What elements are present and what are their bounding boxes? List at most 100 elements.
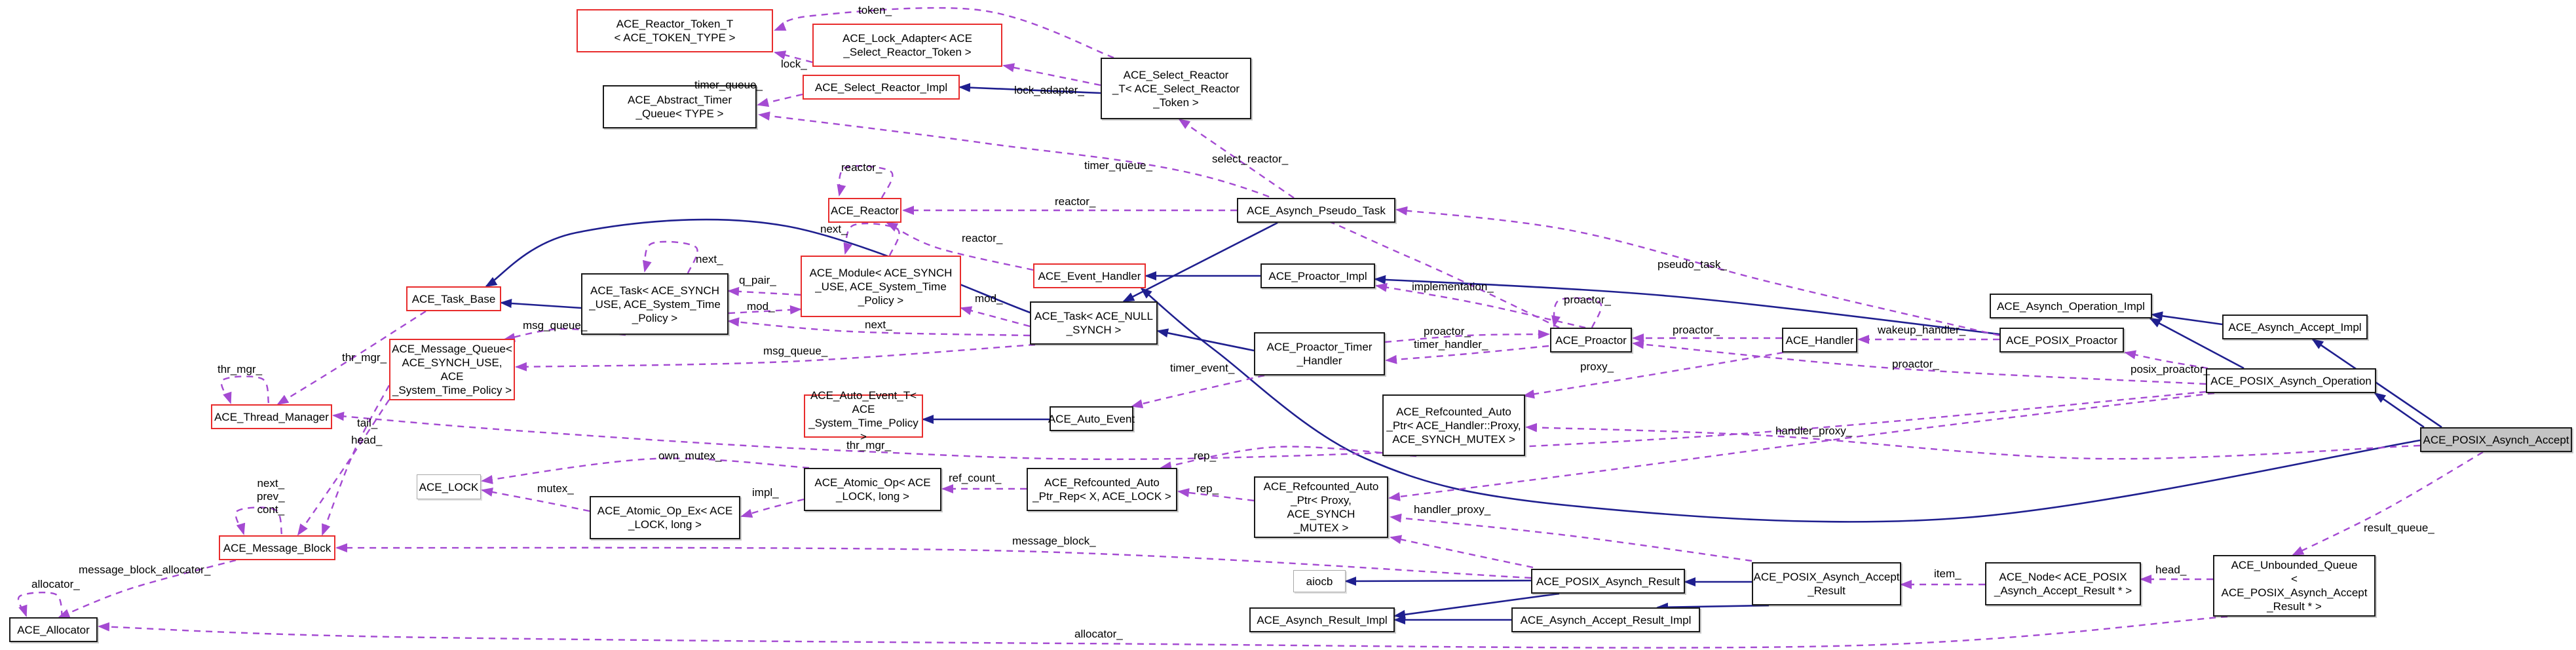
class-node-ace-proactor-timer-handler[interactable]: ACE_Proactor_Timer _Handler — [1254, 332, 1385, 375]
use-timer-queue-1 — [757, 93, 803, 107]
use-allocator-long — [98, 615, 2228, 649]
class-node-ace-proactor-impl[interactable]: ACE_Proactor_Impl — [1260, 263, 1375, 288]
class-node-ace-proactor[interactable]: ACE_Proactor — [1550, 328, 1632, 353]
class-node-ace-asynch-pseudo-task[interactable]: ACE_Asynch_Pseudo_Task — [1237, 198, 1395, 223]
use-handler-proxy-2 — [1390, 513, 1752, 562]
use-proactor-posixop — [1632, 339, 2207, 385]
class-node-ace-node[interactable]: ACE_Node< ACE_POSIX _Asynch_Accept_Resul… — [1985, 562, 2141, 605]
edge-label-use-proactor-self: proactor_ — [1564, 294, 1611, 306]
edge-label-use-q-pair: q_pair_ — [739, 274, 776, 286]
class-node-ace-reactor-token-t[interactable]: ACE_Reactor_Token_T < ACE_TOKEN_TYPE > — [577, 9, 773, 52]
class-node-ace-task-null-synch[interactable]: ACE_Task< ACE_NULL _SYNCH > — [1030, 301, 1158, 345]
inh-posixaccept-eventhandler — [1140, 287, 2421, 523]
class-node-ace-event-handler[interactable]: ACE_Event_Handler — [1033, 263, 1146, 288]
edge-label-use-lock: lock_ — [781, 58, 807, 70]
use-handler-proxy-1 — [1525, 423, 2421, 460]
edge-label-use-timer-queue-2: timer_queue_ — [1084, 159, 1152, 172]
edge-label-use-tail: tail_ — [357, 417, 378, 429]
use-thr-mgr-long — [332, 391, 2207, 461]
use-mod-2 — [960, 306, 1031, 328]
inh-posixproactor-proactorimpl — [1374, 275, 2000, 335]
use-result-queue — [2292, 451, 2484, 556]
edge-label-use-reactor-eh: reactor_ — [962, 232, 1003, 244]
class-node-ace-refcounted-auto-ptr-handler-proxy[interactable]: ACE_Refcounted_Auto _Ptr< ACE_Handler::P… — [1382, 394, 1525, 456]
class-node-ace-allocator[interactable]: ACE_Allocator — [9, 617, 98, 642]
class-node-ace-select-reactor-impl[interactable]: ACE_Select_Reactor_Impl — [803, 75, 960, 100]
edge-label-use-rep-2: rep_ — [1196, 482, 1219, 495]
class-node-ace-atomic-op[interactable]: ACE_Atomic_Op< ACE _LOCK, long > — [804, 468, 941, 511]
use-thr-mgr-self — [220, 375, 270, 404]
class-node-ace-module[interactable]: ACE_Module< ACE_SYNCH _USE, ACE_System_T… — [801, 256, 961, 317]
class-node-ace-asynch-accept-impl[interactable]: ACE_Asynch_Accept_Impl — [2222, 315, 2368, 339]
edge-label-use-mutex: mutex_ — [537, 482, 574, 495]
class-node-ace-message-block[interactable]: ACE_Message_Block — [219, 535, 335, 560]
class-node-ace-thread-manager[interactable]: ACE_Thread_Manager — [211, 404, 332, 429]
edge-label-use-rep-1: rep_ — [1194, 449, 1217, 462]
class-node-ace-asynch-operation-impl[interactable]: ACE_Asynch_Operation_Impl — [1990, 294, 2152, 318]
edge-label-use-allocator-self: allocator_ — [31, 578, 80, 590]
class-node-ace-asynch-result-impl[interactable]: ACE_Asynch_Result_Impl — [1249, 607, 1395, 632]
class-node-ace-lock-adapter[interactable]: ACE_Lock_Adapter< ACE _Select_Reactor_To… — [812, 24, 1002, 67]
use-proactor-timer — [1384, 330, 1550, 343]
edge-label-use-handler-proxy-2: handler_proxy_ — [1414, 503, 1491, 516]
class-node-ace-refcounted-auto-ptr-rep[interactable]: ACE_Refcounted_Auto _Ptr_Rep< X, ACE_LOC… — [1027, 468, 1177, 511]
class-node-ace-auto-event-t[interactable]: ACE_Auto_Event_T< ACE _System_Time_Polic… — [804, 389, 923, 443]
edge-label-use-handler-proxy-1: handler_proxy_ — [1775, 425, 1853, 437]
use-tail — [321, 385, 390, 536]
class-node-ace-reactor[interactable]: ACE_Reactor — [828, 198, 901, 223]
class-node-ace-abstract-timer-queue[interactable]: ACE_Abstract_Timer _Queue< TYPE > — [603, 85, 757, 128]
inh-acceptimpl-operationimpl — [2151, 311, 2223, 326]
class-node-ace-handler[interactable]: ACE_Handler — [1782, 328, 1857, 353]
class-node-ace-task-base[interactable]: ACE_Task_Base — [406, 286, 501, 311]
edge-label-use-lock-adapter: lock_adapter_ — [1014, 84, 1084, 96]
edge-label-use-ref-count: ref_count_ — [949, 472, 1002, 484]
edge-label-use-pseudo-task: pseudo_task_ — [1657, 258, 1727, 271]
inh-posixop-operationimpl — [2149, 317, 2245, 370]
edge-label-use-head-mq: head_ — [351, 434, 383, 446]
use-own-mutex — [481, 457, 810, 484]
use-reactor-eh — [886, 221, 1034, 271]
inh-tasksynch-taskbase — [500, 299, 582, 309]
class-node-ace-atomic-op-ex[interactable]: ACE_Atomic_Op_Ex< ACE _LOCK, long > — [590, 496, 740, 539]
class-node-ace-unbounded-queue[interactable]: ACE_Unbounded_Queue < ACE_POSIX_Asynch_A… — [2213, 555, 2376, 617]
edge-label-use-timer-event: timer_event_ — [1170, 362, 1235, 374]
class-node-ace-lock[interactable]: ACE_LOCK — [417, 474, 481, 499]
class-node-ace-posix-asynch-result[interactable]: ACE_POSIX_Asynch_Result — [1531, 569, 1685, 594]
class-node-ace-auto-event[interactable]: ACE_Auto_Event — [1048, 406, 1135, 431]
inh-posixacceptresult-acceptresultimpl — [1656, 602, 1770, 612]
class-node-ace-message-queue[interactable]: ACE_Message_Queue< ACE_SYNCH_USE, ACE _S… — [389, 339, 515, 400]
use-lock-adapter — [1002, 63, 1101, 86]
use-mb-self — [235, 507, 283, 535]
edge-label-use-thr-mgr-long: thr_mgr_ — [846, 439, 892, 451]
edge-label-use-thr-mgr-self: thr_mgr_ — [218, 363, 263, 375]
edge-label-use-wakeup-handler: wakeup_handler_ — [1878, 324, 1966, 336]
use-head-mq — [297, 399, 390, 536]
use-pseudo-task — [1395, 206, 2000, 337]
use-timer-event — [1131, 374, 1265, 409]
class-node-ace-posix-asynch-accept-result[interactable]: ACE_POSIX_Asynch_Accept _Result — [1752, 562, 1901, 605]
class-node-ace-posix-asynch-accept[interactable]: ACE_POSIX_Asynch_Accept — [2420, 427, 2572, 452]
edge-label-use-posix-proactor: posix_proactor_ — [2131, 363, 2210, 375]
use-rep-2 — [1177, 488, 1255, 502]
inh-posixaccept-posixop — [2374, 392, 2425, 429]
edge-label-use-head-queue: head_ — [2155, 564, 2187, 576]
edge-label-use-thr-mgr-taskbase: thr_mgr_ — [342, 351, 387, 364]
edge-label-use-reactor-pseudo: reactor_ — [1055, 195, 1096, 208]
use-allocator-self — [17, 591, 64, 618]
edge-label-use-message-block: message_block_ — [1012, 535, 1096, 547]
edge-label-use-proactor-handler: proactor_ — [1673, 324, 1720, 336]
use-q-pair — [727, 286, 801, 296]
use-timer-handler — [1385, 345, 1549, 364]
class-node-ace-select-reactor-t[interactable]: ACE_Select_Reactor _T< ACE_Select_Reacto… — [1101, 58, 1251, 119]
class-node-ace-refcounted-auto-ptr-proxy[interactable]: ACE_Refcounted_Auto _Ptr< Proxy, ACE_SYN… — [1254, 476, 1388, 538]
class-node-ace-posix-asynch-operation[interactable]: ACE_POSIX_Asynch_Operation — [2206, 368, 2376, 393]
edge-label-use-result-queue: result_queue_ — [2364, 522, 2434, 534]
class-node-ace-posix-proactor[interactable]: ACE_POSIX_Proactor — [1999, 328, 2124, 353]
class-node-ace-asynch-accept-result-impl[interactable]: ACE_Asynch_Accept_Result_Impl — [1511, 607, 1700, 632]
use-next-long — [727, 317, 1031, 337]
class-node-ace-task-synch[interactable]: ACE_Task< ACE_SYNCH _USE, ACE_System_Tim… — [581, 273, 729, 335]
class-node-aiocb[interactable]: aiocb — [1293, 570, 1346, 592]
use-mutex — [481, 488, 590, 512]
inh-posixresult-resultimpl — [1393, 592, 1560, 619]
